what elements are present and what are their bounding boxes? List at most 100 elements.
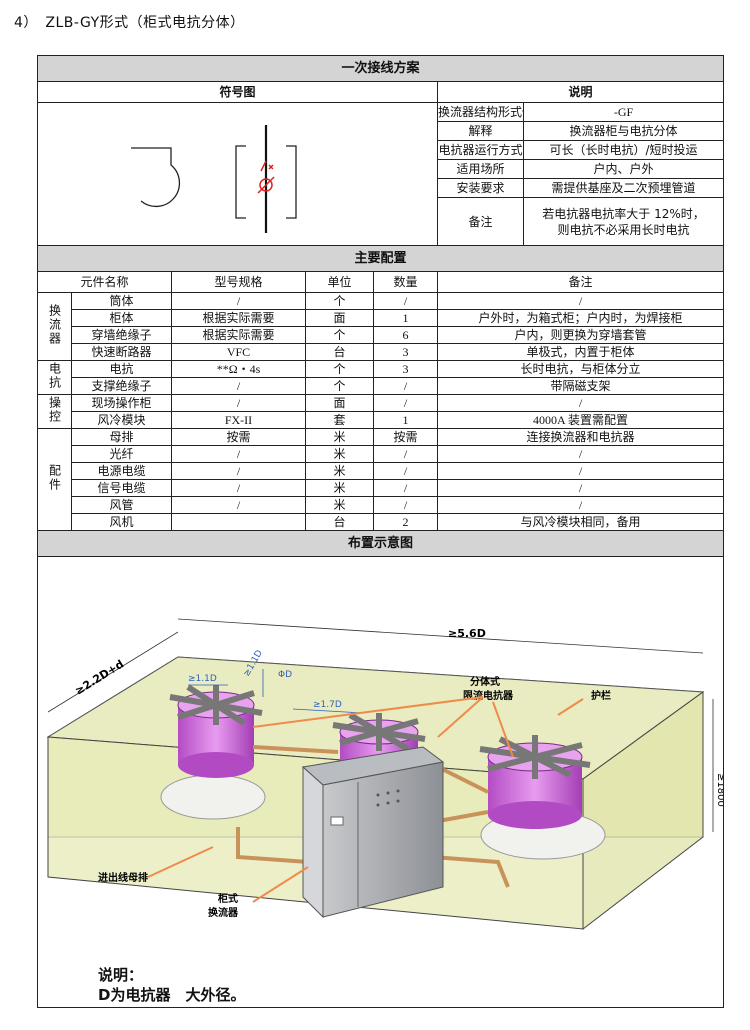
config-item-model: /	[171, 479, 306, 497]
desc-value: -GF	[522, 102, 725, 122]
config-item-model: **Ω・4s	[171, 360, 306, 378]
gap1-label: ≥1.1D	[188, 674, 217, 684]
config-item-qty: /	[373, 377, 438, 395]
desc-label: 电抗器运行方式	[437, 140, 524, 160]
cross-mark-icon	[267, 164, 274, 170]
config-row: 信号电缆/米//	[38, 479, 725, 497]
symbol-diagram-cell	[37, 102, 438, 246]
right-bracket	[285, 145, 297, 219]
reactor-right	[479, 735, 591, 829]
height-label: ≥1800	[715, 773, 724, 807]
config-item-unit: 米	[305, 445, 374, 463]
config-item-unit: 台	[305, 513, 374, 531]
config-item-model: /	[171, 496, 306, 514]
config-item-model: VFC	[171, 343, 306, 361]
config-item-qty: /	[373, 394, 438, 412]
config-item-model: /	[171, 462, 306, 480]
config-item-qty: 3	[373, 343, 438, 361]
phi-label: ΦD	[278, 670, 292, 680]
config-item-note: 连接换流器和电抗器	[436, 428, 725, 446]
config-item-unit: 台	[305, 343, 374, 361]
config-item-note: /	[436, 496, 725, 514]
reactor-left	[169, 684, 263, 778]
desc-value: 换流器柜与电抗分体	[522, 121, 725, 141]
config-item-name: 支撑绝缘子	[71, 377, 172, 395]
desc-label: 换流器结构形式代码	[437, 102, 524, 122]
config-item-note: 4000A 装置需配置	[436, 411, 725, 429]
config-item-unit: 米	[305, 496, 374, 514]
config-item-name: 母排	[71, 428, 172, 446]
config-item-name: 柜体	[71, 309, 172, 327]
config-item-model: /	[171, 292, 306, 310]
desc-label: 适用场所	[437, 159, 524, 179]
config-item-name: 光纤	[71, 445, 172, 463]
config-header-name: 元件名称	[37, 271, 172, 293]
config-item-model: /	[171, 394, 306, 412]
config-item-qty: 3	[373, 360, 438, 378]
config-item-name: 筒体	[71, 292, 172, 310]
config-item-qty: 6	[373, 326, 438, 344]
reactor-base	[160, 774, 266, 820]
config-item-model: 按需	[171, 428, 306, 446]
config-item-unit: 面	[305, 394, 374, 412]
cabinet-label-2: 换流器	[208, 906, 239, 919]
config-item-name: 风机	[71, 513, 172, 531]
desc-value: 需提供基座及二次预埋管道	[522, 178, 725, 198]
note-body: D为电抗器 大外径。	[98, 986, 246, 1004]
config-item-model	[171, 513, 306, 531]
config-group-label: 配件	[37, 428, 72, 531]
config-row: 风管/米//	[38, 496, 725, 514]
config-item-note: 带隔磁支架	[436, 377, 725, 395]
config-item-note: 户内，则更换为穿墙套管	[436, 326, 725, 344]
config-item-qty: /	[373, 479, 438, 497]
feeder-wire	[130, 147, 180, 208]
desc-value: 可长（长时电抗）/短时投运	[522, 140, 725, 160]
config-item-note: /	[436, 479, 725, 497]
config-item-unit: 个	[305, 326, 374, 344]
config-item-model: 根据实际需要	[171, 326, 306, 344]
switch-circle	[258, 178, 273, 192]
depth-label: ≥2.2D+d	[73, 657, 126, 697]
config-header-qty: 数量	[373, 271, 438, 293]
config-item-note: /	[436, 445, 725, 463]
desc-label: 备注	[437, 197, 524, 246]
config-row: 支撑绝缘子/个/带隔磁支架	[38, 377, 725, 395]
config-group-label: 电抗	[37, 360, 72, 395]
config-header-unit: 单位	[305, 271, 374, 293]
config-item-unit: 套	[305, 411, 374, 429]
depth-dim-line	[47, 631, 179, 713]
fence-label: 护栏	[591, 689, 611, 702]
reactor-label-1: 分体式	[470, 675, 500, 688]
layout-diagram: ≥5.6D ≥2.2D+d ≥1800 ≥1.1D ≥1.1D ≥1.7D ΦD…	[46, 618, 724, 931]
layout-section-title: 布置示意图	[36, 530, 725, 557]
remark-line-1: 若电抗器电抗率大于 12%时，	[542, 206, 705, 221]
config-row: 光纤/米//	[38, 445, 725, 463]
busbar-label: 进出线母排	[98, 871, 148, 884]
config-item-name: 穿墙绝缘子	[71, 326, 172, 344]
config-item-unit: 米	[305, 462, 374, 480]
reactor-label-2: 限流电抗器	[463, 689, 514, 702]
config-item-note: /	[436, 462, 725, 480]
config-item-name: 风冷模块	[71, 411, 172, 429]
config-item-note: 与风冷模块相同，备用	[436, 513, 725, 531]
config-group-text: 换流器	[47, 303, 62, 346]
config-item-qty: 1	[373, 411, 438, 429]
config-item-unit: 个	[305, 377, 374, 395]
left-bracket	[234, 145, 246, 219]
config-item-name: 现场操作柜	[71, 394, 172, 412]
config-item-unit: 个	[305, 360, 374, 378]
config-item-qty: 按需	[373, 428, 438, 446]
desc-header: 说明	[436, 81, 725, 103]
desc-value: 若电抗器电抗率大于 12%时，则电抗不必采用长时电抗	[522, 197, 725, 246]
wiring-section-title: 一次接线方案	[36, 55, 725, 82]
config-item-unit: 个	[305, 292, 374, 310]
fence-side	[582, 691, 704, 931]
config-item-qty: /	[373, 292, 438, 310]
config-item-name: 电源电缆	[71, 462, 172, 480]
